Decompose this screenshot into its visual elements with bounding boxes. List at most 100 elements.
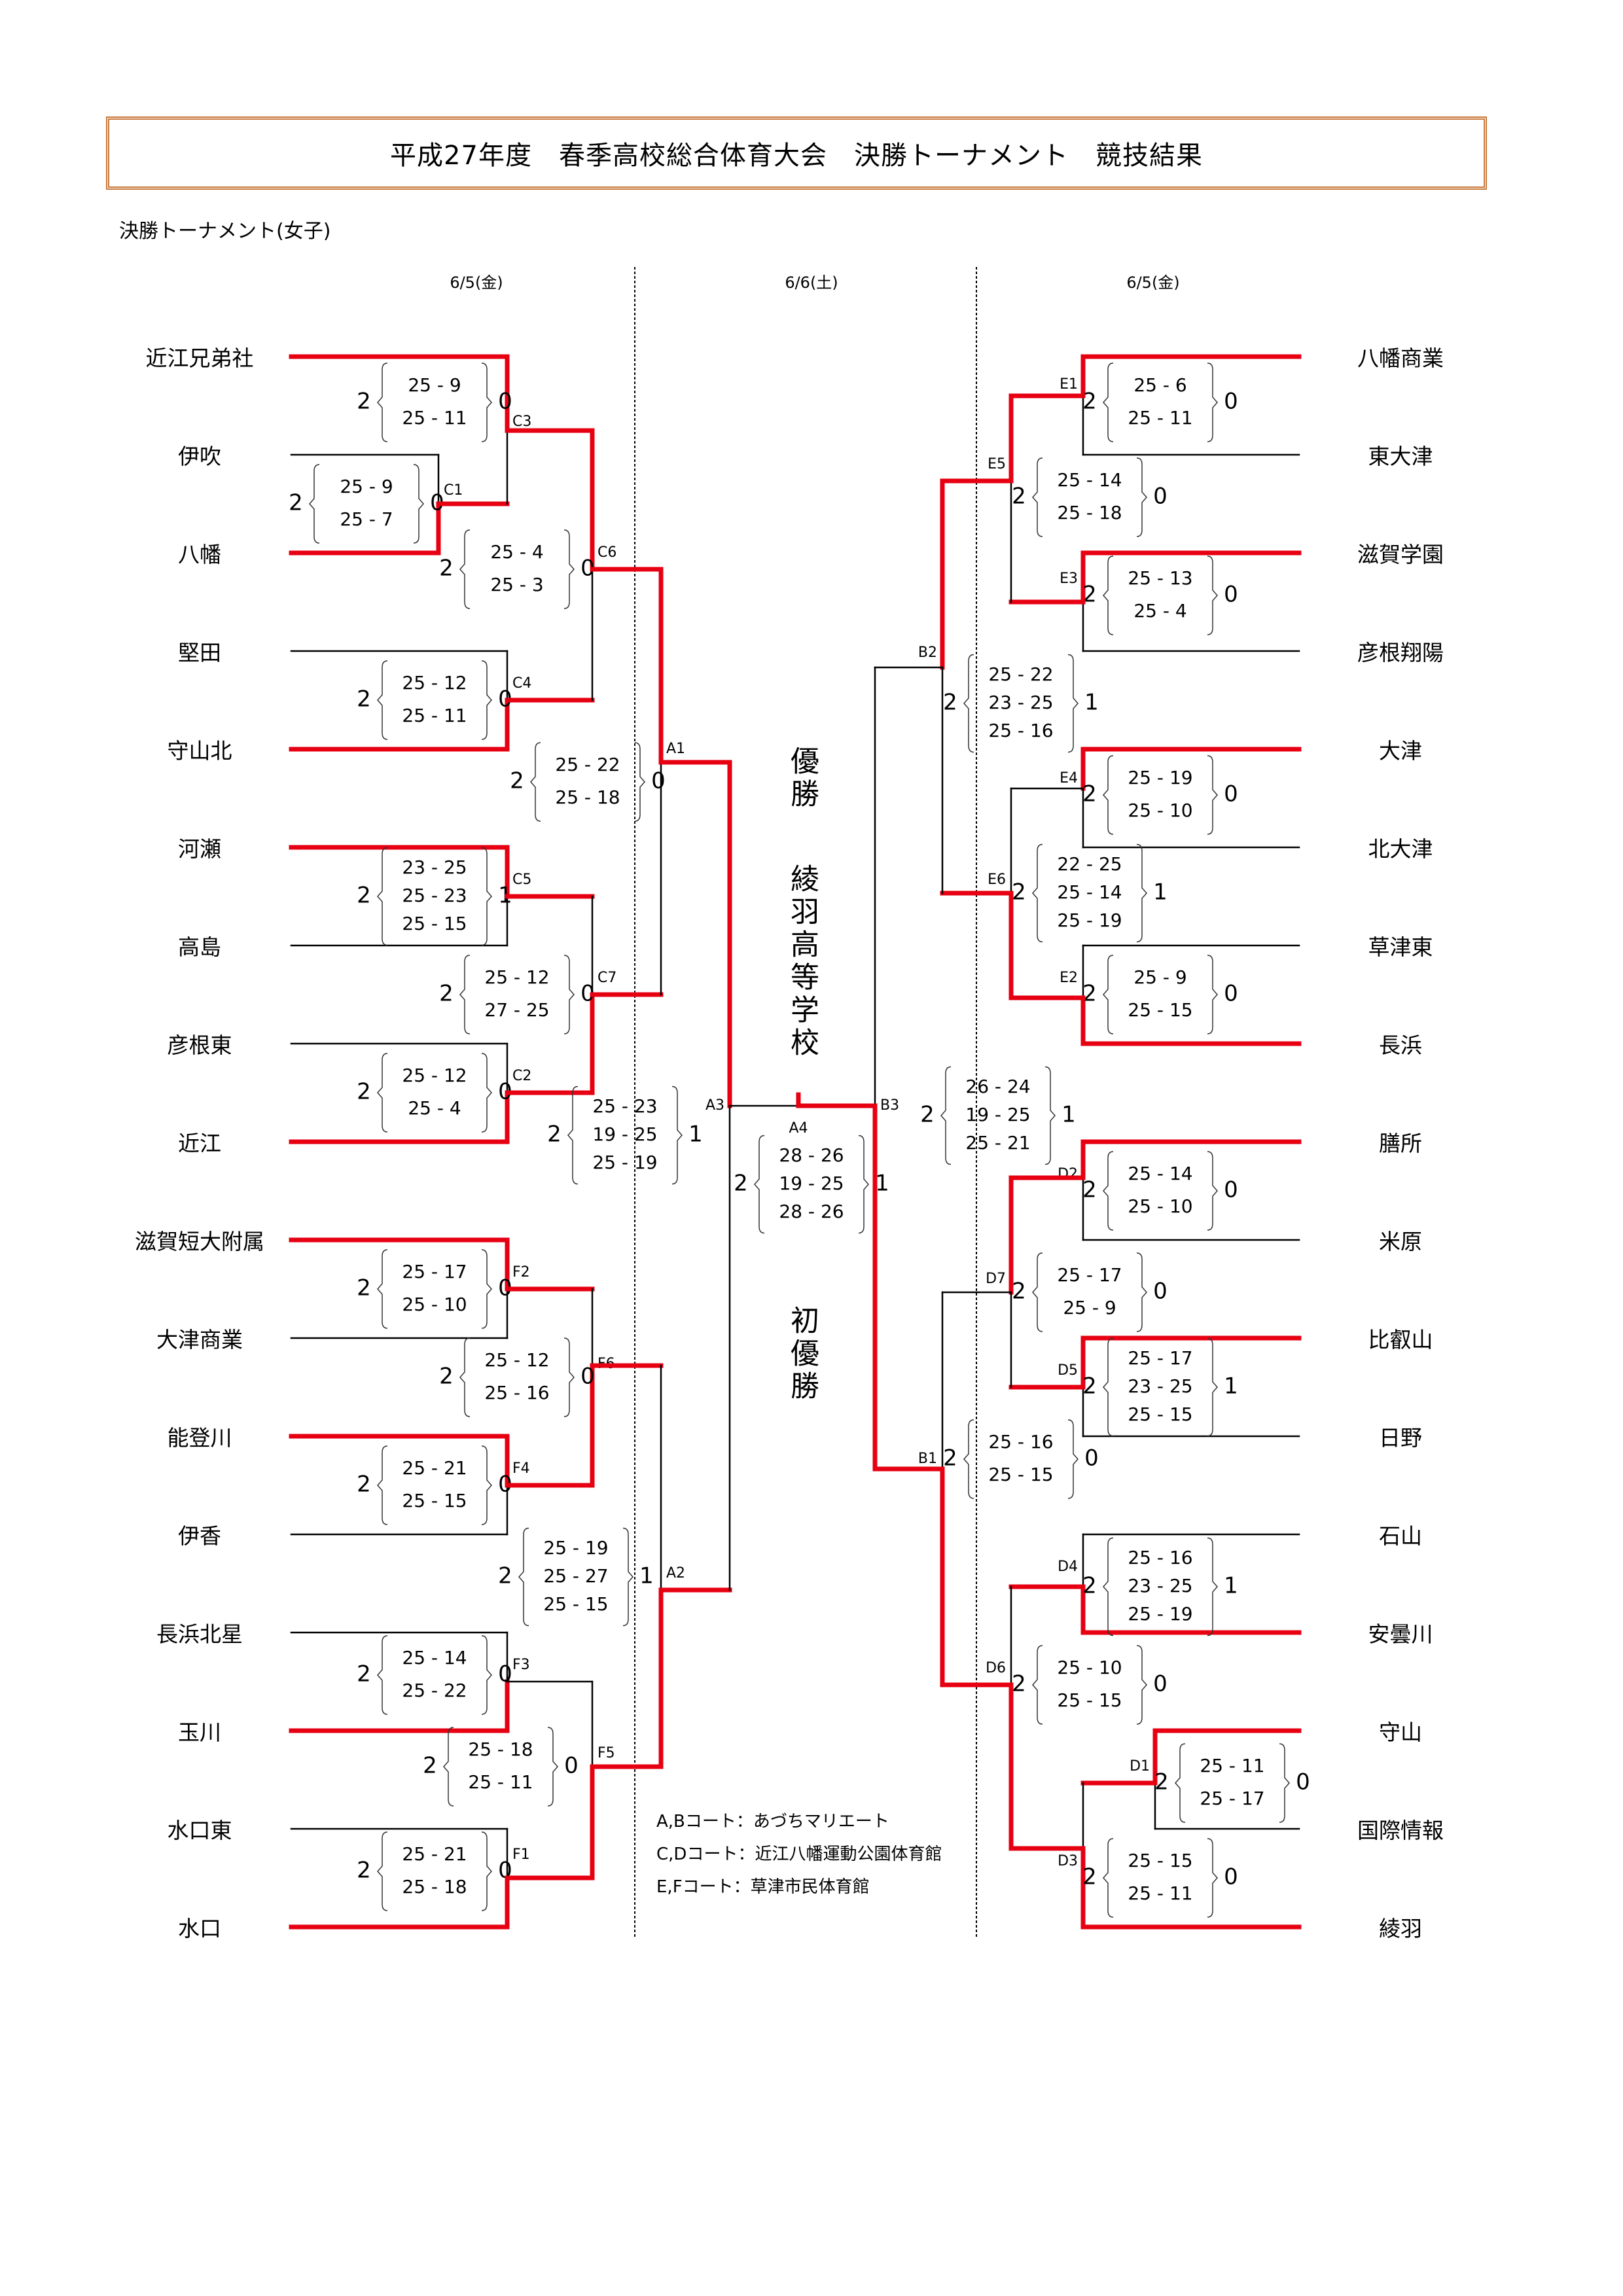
set-score: 25 - 9 — [340, 476, 393, 497]
team-left: 長浜北星 — [156, 1621, 243, 1647]
sets-won: 2 — [439, 981, 454, 1007]
sets-won: 2 — [1082, 1373, 1097, 1400]
score-brace — [518, 1527, 633, 1627]
sets-lost: 0 — [580, 981, 595, 1007]
match-id-label: C4 — [512, 675, 531, 692]
sets-won: 2 — [357, 883, 371, 909]
match-id-label: A1 — [666, 741, 685, 757]
match-id-label: D1 — [1130, 1758, 1150, 1775]
match-id-label: F4 — [512, 1460, 530, 1477]
team-left: 玉川 — [178, 1720, 221, 1745]
score-brace — [459, 955, 575, 1034]
set-score: 23 - 25 — [988, 692, 1053, 713]
set-score: 28 - 26 — [779, 1201, 844, 1222]
court-legend-ef: E,Fコート：草津市民体育館 — [656, 1877, 870, 1897]
sets-lost: 0 — [498, 389, 512, 415]
team-right: 守山 — [1379, 1720, 1422, 1745]
set-score: 25 - 19 — [592, 1152, 657, 1173]
set-score: 25 - 17 — [1200, 1788, 1264, 1809]
team-right: 北大津 — [1368, 836, 1433, 862]
team-right: 安曇川 — [1368, 1621, 1433, 1647]
sets-lost: 0 — [1224, 781, 1238, 807]
score-brace — [459, 529, 575, 609]
section-subtitle: 決勝トーナメント(女子) — [119, 220, 331, 243]
team-right: 長浜 — [1379, 1033, 1422, 1058]
sets-won: 2 — [1012, 879, 1026, 906]
set-score: 25 - 22 — [988, 663, 1053, 685]
score-brace — [1103, 1838, 1218, 1918]
set-score: 25 - 15 — [1128, 999, 1192, 1021]
sets-lost: 0 — [564, 1753, 579, 1779]
set-score: 19 - 25 — [592, 1123, 657, 1145]
sets-won: 2 — [1082, 981, 1097, 1007]
set-score: 25 - 9 — [408, 374, 461, 396]
match-id-label: C7 — [597, 970, 616, 986]
team-left: 守山北 — [167, 738, 232, 764]
team-right: 日野 — [1379, 1425, 1422, 1451]
set-score: 25 - 14 — [1128, 1163, 1192, 1184]
team-left: 近江兄弟社 — [145, 345, 254, 371]
score-brace — [309, 464, 424, 544]
score-brace — [377, 847, 492, 946]
sets-won: 2 — [357, 1661, 371, 1687]
set-score: 25 - 19 — [543, 1537, 608, 1559]
sets-lost: 0 — [1224, 582, 1238, 608]
sets-lost: 0 — [580, 1364, 595, 1390]
set-score: 25 - 14 — [402, 1647, 467, 1669]
set-score: 25 - 19 — [1128, 767, 1192, 788]
sets-won: 2 — [357, 1472, 371, 1498]
team-right: 石山 — [1379, 1523, 1422, 1549]
set-score: 25 - 12 — [402, 1065, 467, 1086]
score-brace — [1103, 556, 1218, 635]
set-score: 27 - 25 — [484, 999, 549, 1021]
sets-won: 2 — [439, 556, 454, 582]
score-brace — [377, 1445, 492, 1525]
page-title: 平成27年度 春季高校総合体育大会 決勝トーナメント 競技結果 — [390, 141, 1203, 171]
team-right: 米原 — [1379, 1229, 1422, 1254]
sets-won: 2 — [423, 1753, 437, 1779]
set-score: 25 - 17 — [1057, 1264, 1122, 1286]
match-id-label: E3 — [1060, 571, 1078, 587]
team-left: 近江 — [178, 1131, 221, 1156]
champion-note: 初優勝 — [785, 1305, 819, 1404]
set-score: 22 - 25 — [1057, 853, 1122, 875]
set-score: 25 - 13 — [1128, 567, 1192, 589]
match-id-label: B2 — [918, 645, 937, 661]
match-id-label: F2 — [512, 1264, 530, 1280]
score-brace — [1175, 1743, 1290, 1823]
score-brace — [443, 1727, 558, 1807]
set-score: 25 - 14 — [1057, 469, 1122, 491]
score-brace — [530, 742, 645, 822]
team-right: 綾羽 — [1379, 1916, 1422, 1941]
sets-lost: 0 — [1153, 1279, 1168, 1305]
sets-lost: 1 — [1224, 1573, 1238, 1599]
set-score: 25 - 21 — [965, 1132, 1030, 1154]
match-id-label: E2 — [1060, 970, 1078, 986]
set-score: 28 - 26 — [779, 1144, 844, 1166]
team-right: 膳所 — [1379, 1131, 1422, 1156]
set-score: 25 - 18 — [555, 786, 620, 808]
team-right: 八幡商業 — [1357, 345, 1444, 371]
sets-won: 2 — [498, 1563, 512, 1589]
set-score: 25 - 17 — [402, 1261, 467, 1282]
team-left: 彦根東 — [167, 1033, 232, 1058]
set-score: 25 - 11 — [1128, 1882, 1192, 1904]
set-score: 25 - 3 — [490, 574, 543, 595]
match-id-label: F3 — [512, 1657, 530, 1673]
set-score: 25 - 12 — [484, 966, 549, 988]
court-legend-cd: C,Dコート：近江八幡運動公園体育館 — [656, 1845, 942, 1864]
set-score: 26 - 24 — [965, 1076, 1030, 1097]
score-brace — [567, 1086, 683, 1185]
set-score: 25 - 15 — [402, 913, 467, 934]
set-score: 25 - 15 — [402, 1490, 467, 1511]
sets-won: 2 — [357, 686, 371, 713]
team-right: 彦根翔陽 — [1357, 640, 1444, 665]
sets-lost: 1 — [1224, 1373, 1238, 1400]
set-score: 25 - 19 — [1057, 910, 1122, 931]
set-score: 25 - 17 — [1128, 1347, 1192, 1369]
sets-lost: 1 — [639, 1563, 654, 1589]
sets-lost: 0 — [1153, 484, 1168, 510]
score-brace — [1103, 1151, 1218, 1231]
set-score: 25 - 11 — [402, 705, 467, 726]
match-id-label: E1 — [1060, 376, 1078, 393]
